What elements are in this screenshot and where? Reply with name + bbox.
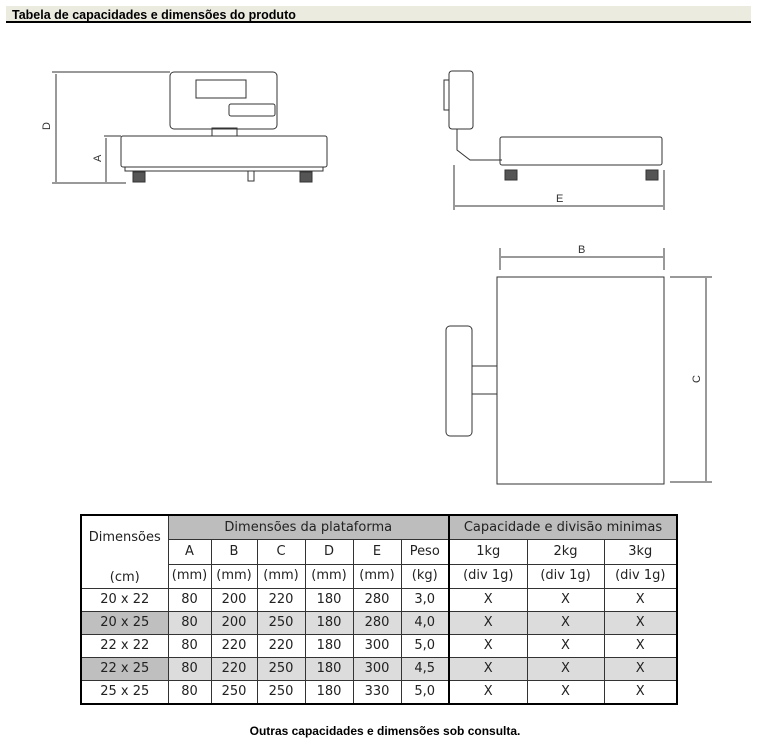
col-e: E — [352, 539, 402, 565]
table-cell: 20 x 22 — [80, 588, 169, 612]
table-cell: 80 — [167, 611, 212, 635]
unit: (div 1g) — [526, 563, 605, 590]
table-cell: X — [448, 680, 528, 705]
footer-note: Outras capacidades e dimensões sob consu… — [249, 724, 521, 738]
table-cell: 180 — [304, 634, 354, 658]
front-view — [52, 71, 328, 184]
table-cell: 5,0 — [400, 634, 450, 658]
col-b: B — [210, 539, 258, 565]
table-cell: 300 — [352, 657, 402, 681]
table-cell: 4,5 — [400, 657, 450, 681]
column-names-row: A B C D E Peso 1kg 2kg 3kg — [81, 539, 678, 565]
table-cell: 250 — [256, 657, 306, 681]
unit: (mm) — [352, 563, 402, 590]
dimensions-header: Dimensões(cm) — [80, 514, 169, 589]
table-cell: X — [603, 634, 678, 658]
table-cell: X — [603, 680, 678, 705]
unit: (mm) — [167, 563, 212, 590]
unit: (div 1g) — [448, 563, 528, 590]
table-cell: 220 — [256, 634, 306, 658]
table-cell: 200 — [210, 611, 258, 635]
platform-group-header: Dimensões da plataforma — [167, 514, 450, 541]
label-b: B — [578, 244, 585, 256]
table-cell: 300 — [352, 634, 402, 658]
table-cell: 4,0 — [400, 611, 450, 635]
table-cell: 25 x 25 — [80, 680, 169, 705]
unit: (div 1g) — [603, 563, 678, 590]
table-cell: 22 x 22 — [80, 634, 169, 658]
product-drawings: D A E B C — [41, 70, 712, 485]
unit: (mm) — [256, 563, 306, 590]
table-cell: 80 — [167, 588, 212, 612]
col-c: C — [256, 539, 306, 565]
table-cell: 22 x 25 — [80, 657, 169, 681]
table-cell: 250 — [256, 680, 306, 705]
unit: (kg) — [400, 563, 450, 590]
table-cell: 220 — [210, 657, 258, 681]
table-cell: 5,0 — [400, 680, 450, 705]
table-cell: 250 — [210, 680, 258, 705]
table-cell: X — [448, 611, 528, 635]
table-cell: X — [526, 634, 605, 658]
table-cell: 220 — [256, 588, 306, 612]
label-a: A — [92, 154, 104, 162]
col-a: A — [167, 539, 212, 565]
col-peso: Peso — [400, 539, 450, 565]
unit: (mm) — [304, 563, 354, 590]
table-cell: 180 — [304, 657, 354, 681]
side-view — [443, 70, 665, 210]
table-cell: 20 x 25 — [80, 611, 169, 635]
col-d: D — [304, 539, 354, 565]
table-cell: X — [526, 680, 605, 705]
table-cell: 180 — [304, 680, 354, 705]
table-cell: X — [603, 588, 678, 612]
table-cell: 250 — [256, 611, 306, 635]
table-cell: 220 — [210, 634, 258, 658]
table-cell: X — [448, 657, 528, 681]
table-cell: 80 — [167, 634, 212, 658]
col-3kg: 3kg — [603, 539, 678, 565]
section-title: Tabela de capacidades e dimensões do pro… — [6, 6, 751, 23]
table-cell: X — [448, 588, 528, 612]
table-cell: 280 — [352, 588, 402, 612]
capacity-dimensions-table: Dimensões(cm) Dimensões da plataforma Ca… — [80, 514, 678, 705]
table-cell: 80 — [167, 680, 212, 705]
unit: (mm) — [210, 563, 258, 590]
table-cell: 3,0 — [400, 588, 450, 612]
table-cell: 330 — [352, 680, 402, 705]
column-units-row: (mm) (mm) (mm) (mm) (mm) (kg) (div 1g) (… — [81, 563, 678, 590]
label-e: E — [556, 193, 563, 205]
table-cell: 180 — [304, 611, 354, 635]
table-cell: X — [603, 657, 678, 681]
table-cell: 200 — [210, 588, 258, 612]
label-c: C — [691, 375, 703, 383]
table-cell: X — [526, 611, 605, 635]
capacity-group-header: Capacidade e divisão minimas — [448, 514, 678, 541]
top-view — [445, 248, 712, 485]
table-cell: X — [603, 611, 678, 635]
col-1kg: 1kg — [448, 539, 528, 565]
table-cell: X — [526, 588, 605, 612]
table-cell: X — [526, 657, 605, 681]
table-cell: 280 — [352, 611, 402, 635]
table-cell: X — [448, 634, 528, 658]
table-cell: 80 — [167, 657, 212, 681]
table-cell: 180 — [304, 588, 354, 612]
label-d: D — [41, 122, 53, 130]
col-2kg: 2kg — [526, 539, 605, 565]
